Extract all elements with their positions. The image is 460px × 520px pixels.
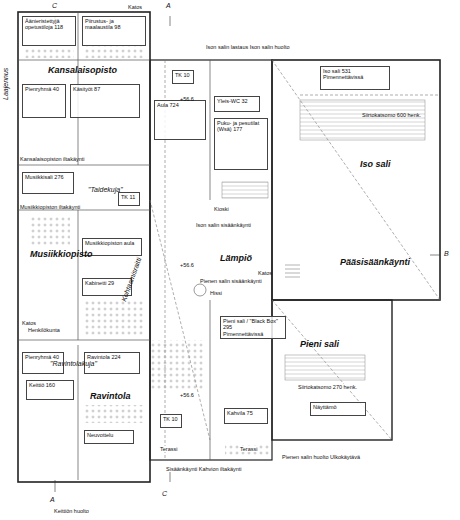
room-name: TK 11	[121, 194, 137, 200]
plan-note: +56.6	[180, 392, 194, 398]
area-name: Ravintola	[90, 392, 131, 402]
room-name: Keittiö 160	[29, 382, 71, 388]
room-name: Piirustus- ja maalaustila 98	[85, 18, 143, 31]
room-name: Puku- ja pesutilat (Wsä) 177	[217, 120, 265, 133]
plan-note: Ison salin sisäänkäynti	[196, 222, 251, 228]
room-box: Piirustus- ja maalaustila 98	[82, 16, 146, 46]
area-name: Pääsisäänkäynti	[340, 258, 410, 268]
plan-note: Keittiön huolto	[54, 508, 89, 514]
room-name: Äänieristettyjä opetustiloja 118	[25, 18, 73, 31]
room-box: TK 11	[118, 192, 140, 206]
room-name: Käsityöt 87	[73, 86, 137, 92]
room-box: Pienryhmä 40	[22, 84, 66, 118]
plan-note: Hissi	[210, 290, 222, 296]
plan-note: Katos	[128, 4, 142, 10]
room-box: TK 10	[160, 414, 182, 428]
room-name: TK 10	[175, 72, 191, 78]
plan-note: +56.6	[180, 96, 194, 102]
room-name: Kahvila 75	[227, 410, 265, 416]
room-name: Kabinetti 29	[85, 280, 129, 286]
area-name: Pieni sali	[300, 340, 339, 350]
plan-note: Laajennus	[2, 68, 10, 100]
room-box: Näyttämö	[310, 402, 366, 416]
room-box: Aula 724	[154, 100, 206, 140]
room-box: Äänieristettyjä opetustiloja 118	[22, 16, 76, 46]
room-box: Kahvila 75	[224, 408, 268, 424]
area-name: Kansalaisopisto	[48, 66, 117, 76]
area-name: Iso sali	[360, 160, 391, 170]
room-box: Yleis-WC 32	[214, 96, 260, 112]
plan-note: Sisäänkäynti Kahvion iltakäynti	[166, 466, 242, 472]
room-box: Pieni sali / "Black Box" 295Pimennettävi…	[220, 316, 286, 339]
room-box: TK 10	[172, 70, 194, 84]
plan-note: Henkilökunta	[28, 327, 60, 333]
room-name: Ravintola 224	[87, 354, 137, 360]
plan-note: A	[166, 2, 171, 10]
room-box: Keittiö 160	[26, 380, 74, 400]
plan-note: "Ravintolakuja"	[50, 360, 97, 368]
room-name: Neuvottelu	[87, 432, 131, 438]
room-name: Pienryhmä 40	[25, 354, 61, 360]
plan-note: A	[50, 496, 55, 504]
room-name: Pieni sali / "Black Box" 295	[223, 318, 283, 331]
plan-note: Katos	[258, 270, 272, 276]
plan-note: Terassi	[240, 446, 257, 452]
plan-note: C	[162, 490, 167, 498]
area-name: Lämpiö	[220, 254, 252, 264]
room-box: Käsityöt 87	[70, 84, 140, 118]
plan-note: Kansalaisopiston iltakäynti	[20, 156, 85, 162]
room-name: Pienryhmä 40	[25, 86, 63, 92]
room-box: Musiikkisali 276	[22, 172, 74, 194]
plan-note: Kioski	[214, 206, 229, 212]
plan-note: Pienen salin huolto Ulkokäytävä	[282, 454, 360, 460]
plan-note: Siirtokatsomo 600 henk.	[362, 112, 421, 118]
plan-note: Terassi	[160, 446, 177, 452]
room-box: Neuvottelu	[84, 430, 134, 444]
area-name: Musiikkiopisto	[30, 250, 93, 260]
plan-note: Siirtokatsomo 270 henk.	[298, 384, 357, 390]
room-note: Pimennettävissä	[323, 74, 387, 80]
room-box: Puku- ja pesutilat (Wsä) 177	[214, 118, 268, 170]
room-name: Iso sali 531	[323, 68, 387, 74]
plan-note: Ison salin lastaus Ison salin huolto	[206, 44, 289, 50]
room-name: Musiikkiopiston aula	[85, 240, 139, 246]
plan-note: +56.6	[180, 262, 194, 268]
room-name: Musiikkisali 276	[25, 174, 71, 180]
plan-note: "Taidekuja"	[88, 186, 123, 194]
room-name: Yleis-WC 32	[217, 98, 257, 104]
room-note: Pimennettävissä	[223, 331, 283, 337]
plan-note: C	[52, 2, 57, 10]
plan-note: B	[444, 250, 449, 258]
room-name: Näyttämö	[313, 404, 363, 410]
plan-note: Musiikkiopiston iltakäynti	[20, 204, 80, 210]
room-name: Aula 724	[157, 102, 203, 108]
plan-note: Katos	[22, 320, 36, 326]
room-box: Iso sali 531Pimennettävissä	[320, 66, 390, 90]
room-name: TK 10	[163, 416, 179, 422]
plan-note: Pienen salin sisäänkäynti	[200, 278, 262, 284]
